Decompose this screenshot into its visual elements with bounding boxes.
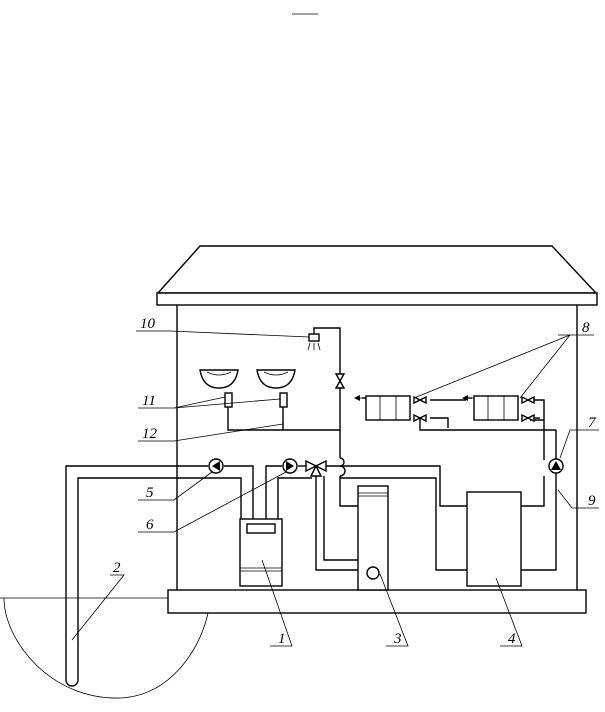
leader-1 bbox=[261, 559, 293, 647]
valve-left bbox=[305, 459, 318, 473]
leader-8b bbox=[519, 334, 571, 399]
callout-3: 3 bbox=[393, 631, 402, 647]
radiator-2-valve-a bbox=[521, 395, 530, 405]
roof-eave bbox=[156, 292, 598, 306]
callout-2: 2 bbox=[113, 560, 121, 576]
pipe-hp-return bbox=[277, 477, 312, 520]
pipe-riser-to-shower bbox=[313, 327, 341, 458]
buffer-tank bbox=[466, 491, 522, 587]
leader-lines bbox=[71, 330, 599, 647]
pump5-arrow bbox=[212, 461, 220, 471]
circulation-pump-6 bbox=[282, 458, 298, 474]
radiator-1-valve-b bbox=[418, 395, 427, 405]
roof bbox=[156, 245, 598, 294]
pipe-rad-link-lower bbox=[430, 417, 449, 428]
circulation-pump-7 bbox=[548, 458, 564, 474]
basin-2 bbox=[256, 369, 296, 389]
pipe-valve-to-tank-low bbox=[315, 476, 358, 571]
leader-4 bbox=[495, 577, 523, 647]
pipe-buffer-return bbox=[340, 477, 467, 571]
leader-9 bbox=[557, 489, 599, 509]
pipe-crossover-1 bbox=[339, 457, 345, 467]
leader-3 bbox=[379, 573, 409, 647]
ground-section-outline bbox=[3, 597, 209, 699]
leader-6 bbox=[138, 471, 287, 533]
radiator-1-body bbox=[365, 395, 411, 421]
radiator-1-valve-a bbox=[413, 395, 422, 405]
shower-body bbox=[308, 333, 320, 342]
callout-7: 7 bbox=[588, 415, 597, 431]
pump6-arrow bbox=[286, 461, 294, 471]
shower-spray1 bbox=[307, 342, 311, 351]
radiator-2-valve-b bbox=[526, 395, 535, 405]
radiator-2-valve-d bbox=[526, 413, 535, 423]
callout-5: 5 bbox=[146, 485, 154, 501]
heat-pump-unit bbox=[239, 518, 283, 587]
three-way-valve bbox=[305, 459, 327, 477]
callout-4: 4 bbox=[508, 631, 516, 647]
pipe-crossover-2 bbox=[339, 465, 346, 477]
pipe-riser-bottom bbox=[339, 476, 358, 507]
callout-12: 12 bbox=[142, 426, 158, 442]
radiator-1-vent-arrow bbox=[354, 395, 360, 401]
tank-gauge bbox=[366, 566, 380, 580]
radiator-2 bbox=[462, 395, 535, 423]
shower-spray3 bbox=[317, 342, 321, 351]
hot-water-tank bbox=[357, 485, 389, 591]
foundation bbox=[167, 589, 587, 614]
valve-bottom bbox=[309, 464, 323, 477]
callout-8: 8 bbox=[582, 320, 590, 336]
callouts: 10 11 12 8 7 9 5 6 2 1 3 4 bbox=[113, 316, 597, 647]
callout-11: 11 bbox=[142, 393, 156, 409]
ground-and-borehole bbox=[0, 465, 254, 699]
leader-8a bbox=[413, 334, 571, 399]
callout-9: 9 bbox=[588, 493, 596, 509]
wash-basins bbox=[199, 369, 296, 408]
radiator-1 bbox=[354, 395, 427, 423]
pump7-arrow bbox=[551, 461, 561, 470]
leader-5 bbox=[138, 471, 213, 501]
pipe-buffer-return-right bbox=[521, 430, 557, 571]
basin-1-mixer bbox=[224, 392, 233, 408]
radiator-1-valve-c bbox=[413, 413, 422, 423]
pipe-valve-to-buffer bbox=[326, 465, 467, 507]
leader-11b bbox=[173, 398, 281, 409]
leader-12 bbox=[138, 423, 284, 442]
basin-2-rim bbox=[263, 371, 289, 376]
pipe-buffer-to-pump7 bbox=[521, 476, 545, 507]
shower-head bbox=[307, 333, 321, 351]
radiator-2-body bbox=[473, 395, 519, 421]
basin-1-rim bbox=[206, 371, 232, 376]
leader-10 bbox=[136, 330, 310, 338]
pipe-hp-to-pump6 bbox=[265, 465, 282, 520]
pipe-valve-to-tank-low2 bbox=[323, 476, 358, 561]
ground-loop-pipe bbox=[65, 465, 242, 687]
basin-1 bbox=[199, 369, 239, 389]
riser-valve-bottom bbox=[334, 379, 346, 389]
ground-loop-return bbox=[224, 465, 254, 520]
pipe-to-basin1 bbox=[227, 405, 340, 431]
callout-1: 1 bbox=[278, 631, 286, 647]
pipe-pump7-to-rad2 bbox=[530, 419, 545, 460]
callout-6: 6 bbox=[146, 517, 154, 533]
callout-10: 10 bbox=[140, 316, 156, 332]
basin-2-mixer bbox=[279, 392, 288, 408]
radiator-2-vent-arrow bbox=[462, 395, 468, 401]
leader-2 bbox=[71, 574, 125, 641]
riser-valve-top bbox=[334, 373, 346, 383]
riser-valve bbox=[334, 373, 346, 389]
radiator-2-valve-c bbox=[521, 413, 530, 423]
heat-pump-display bbox=[246, 523, 276, 534]
leader-7 bbox=[559, 429, 599, 459]
circulation-pump-5 bbox=[208, 458, 224, 474]
valve-right bbox=[314, 459, 327, 473]
radiator-1-valve-d bbox=[418, 413, 427, 423]
